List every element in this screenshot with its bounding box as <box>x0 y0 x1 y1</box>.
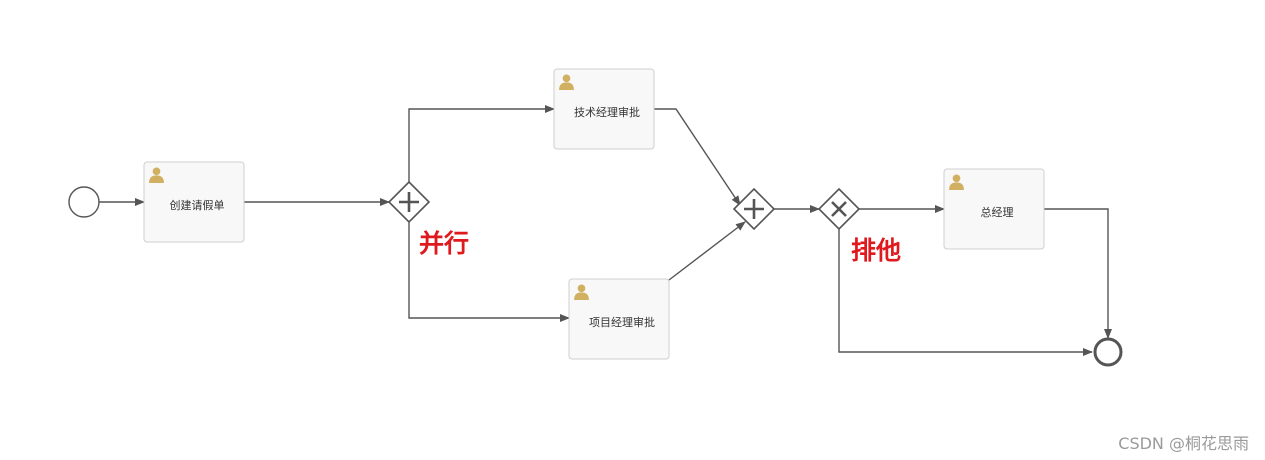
task-create-leave[interactable]: 创建请假单 <box>143 161 245 243</box>
sequence-flows <box>99 105 1112 356</box>
flow-fork-to-project[interactable] <box>408 222 570 322</box>
annotation-exclusive: 排他 <box>851 236 901 265</box>
task-label: 总经理 <box>981 205 1014 219</box>
flow-tech-to-join[interactable] <box>654 108 741 206</box>
task-tech-manager[interactable]: 技术经理审批 <box>553 68 655 150</box>
flow-fork-to-tech[interactable] <box>408 105 555 182</box>
flow-gm-to-end[interactable] <box>1044 208 1112 339</box>
task-project-manager[interactable]: 项目经理审批 <box>568 278 670 360</box>
watermark: CSDN @桐花思雨 <box>1118 434 1249 453</box>
parallel-gateway-join[interactable] <box>732 187 776 231</box>
task-label: 技术经理审批 <box>574 105 640 119</box>
annotation-parallel: 并行 <box>419 229 469 258</box>
exclusive-gateway[interactable] <box>817 187 861 231</box>
flow-project-to-join[interactable] <box>668 221 746 281</box>
plus-icon <box>744 199 764 219</box>
start-event[interactable] <box>68 186 100 218</box>
task-label: 创建请假单 <box>170 198 225 212</box>
task-general-manager[interactable]: 总经理 <box>943 168 1045 250</box>
parallel-gateway-fork[interactable] <box>387 180 431 224</box>
flow-exclusive-to-end[interactable] <box>838 229 1093 356</box>
plus-icon <box>399 192 419 212</box>
task-label: 项目经理审批 <box>589 315 655 329</box>
end-event[interactable] <box>1093 337 1123 367</box>
x-icon <box>831 201 847 217</box>
